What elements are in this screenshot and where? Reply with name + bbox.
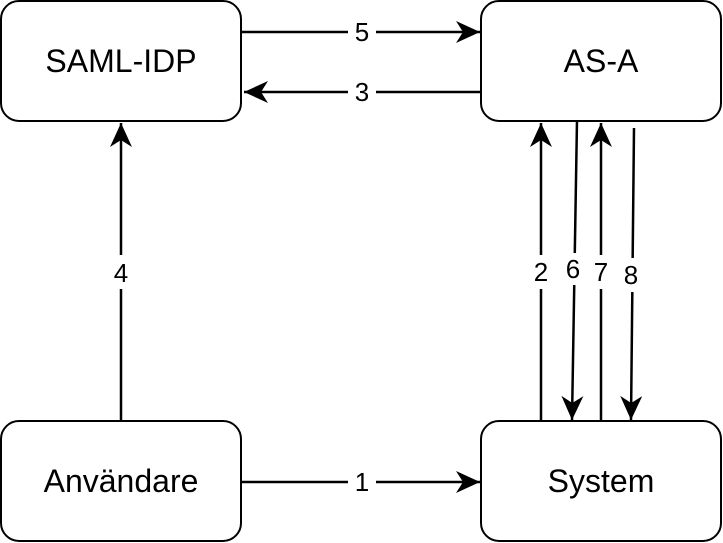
edge-1: 1 <box>242 466 480 498</box>
node-system: System <box>480 420 722 542</box>
node-saml-idp-label: SAML-IDP <box>45 43 196 79</box>
edge-1-label: 1 <box>355 467 369 497</box>
edge-6-label: 6 <box>566 254 580 284</box>
node-system-box <box>480 420 722 542</box>
edge-7-label: 7 <box>594 257 608 287</box>
edge-3: 3 <box>244 76 481 108</box>
edge-6: 6 <box>561 119 584 421</box>
edge-8-label: 8 <box>624 260 638 290</box>
node-as-a: AS-A <box>480 0 722 122</box>
node-as-a-label: AS-A <box>564 43 639 79</box>
node-system-label: System <box>548 463 655 499</box>
edge-4: 4 <box>106 123 136 420</box>
node-saml-idp-box <box>0 0 242 122</box>
edge-5: 5 <box>242 16 480 48</box>
node-as-a-box <box>480 0 722 122</box>
edge-8: 8 <box>620 127 643 421</box>
node-saml-idp: SAML-IDP <box>0 0 242 122</box>
edge-2-label: 2 <box>534 257 548 287</box>
node-anvandare: Användare <box>0 420 242 542</box>
edge-3-label: 3 <box>355 77 369 107</box>
edge-4-label: 4 <box>114 258 128 288</box>
edge-2: 2 <box>528 123 554 421</box>
edge-5-label: 5 <box>355 17 369 47</box>
node-anvandare-label: Användare <box>44 463 199 499</box>
edge-7: 7 <box>590 123 612 421</box>
node-anvandare-box <box>0 420 242 542</box>
